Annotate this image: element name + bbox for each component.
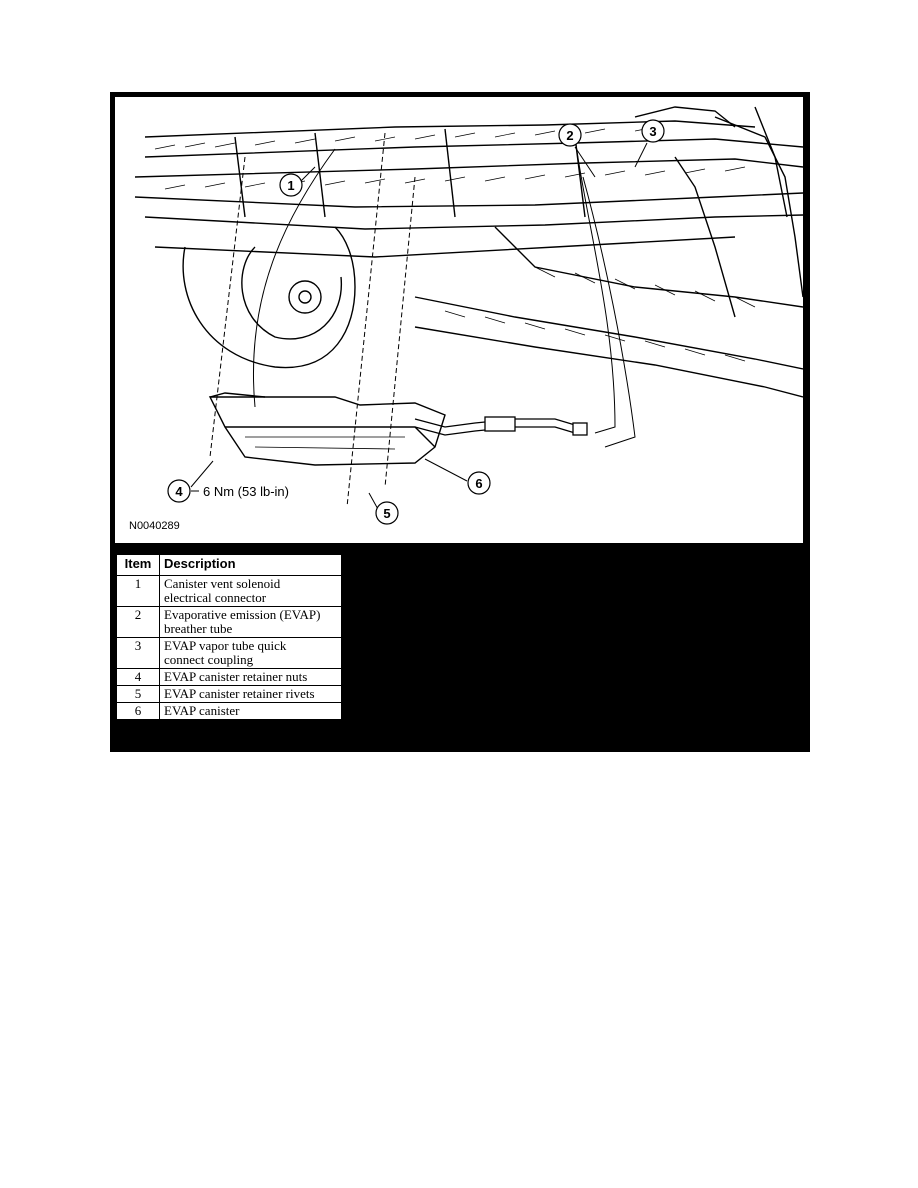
- leader-lines: [209, 132, 636, 508]
- svg-text:2: 2: [566, 128, 573, 143]
- legend-header-description: Description: [159, 554, 342, 576]
- legend-header-row: Item Description: [116, 554, 342, 576]
- callout-6: 6: [467, 471, 491, 495]
- legend-item-description: EVAP canister retainer nuts: [159, 668, 342, 686]
- figure-id: N0040289: [129, 520, 180, 532]
- svg-text:1: 1: [287, 178, 294, 193]
- table-row: 6 EVAP canister: [116, 702, 342, 720]
- legend-item-number: 6: [116, 702, 160, 720]
- legend-item-description: EVAP canister retainer rivets: [159, 685, 342, 703]
- callout-2: 2: [558, 123, 582, 147]
- underbody-structure: [134, 106, 803, 398]
- legend-header-item: Item: [116, 554, 160, 576]
- illustration-svg: 1 2 3 4 5 6 6 Nm (53 lb: [129, 106, 803, 532]
- evap-canister-illustration: 1 2 3 4 5 6 6 Nm (53 lb: [114, 96, 804, 544]
- legend-item-number: 5: [116, 685, 160, 703]
- legend-item-number: 2: [116, 606, 160, 638]
- structure-hatching: [154, 126, 756, 362]
- callout-4: 4: [167, 479, 199, 503]
- table-row: 2 Evaporative emission (EVAP)breather tu…: [116, 606, 342, 638]
- legend-item-number: 4: [116, 668, 160, 686]
- table-row: 5 EVAP canister retainer rivets: [116, 685, 342, 703]
- svg-text:3: 3: [649, 124, 656, 139]
- spare-tire: [182, 226, 356, 369]
- legend-item-number: 3: [116, 637, 160, 669]
- evap-canister: [208, 392, 446, 466]
- svg-text:4: 4: [175, 484, 183, 499]
- figure-frame: 1 2 3 4 5 6 6 Nm (53 lb: [110, 92, 810, 752]
- callout-leaders: [190, 142, 648, 512]
- callout-3: 3: [641, 119, 665, 143]
- legend-item-description: Evaporative emission (EVAP)breather tube: [159, 606, 342, 638]
- legend-table: Item Description 1 Canister vent solenoi…: [116, 554, 342, 720]
- legend-item-number: 1: [116, 575, 160, 607]
- evap-vapor-tube: [414, 416, 588, 436]
- svg-text:6: 6: [475, 476, 482, 491]
- callout-5: 5: [375, 501, 399, 525]
- torque-spec: 6 Nm (53 lb-in): [203, 484, 289, 499]
- callout-1: 1: [279, 173, 303, 197]
- legend-item-description: EVAP canister: [159, 702, 342, 720]
- table-row: 4 EVAP canister retainer nuts: [116, 668, 342, 686]
- svg-text:5: 5: [383, 506, 390, 521]
